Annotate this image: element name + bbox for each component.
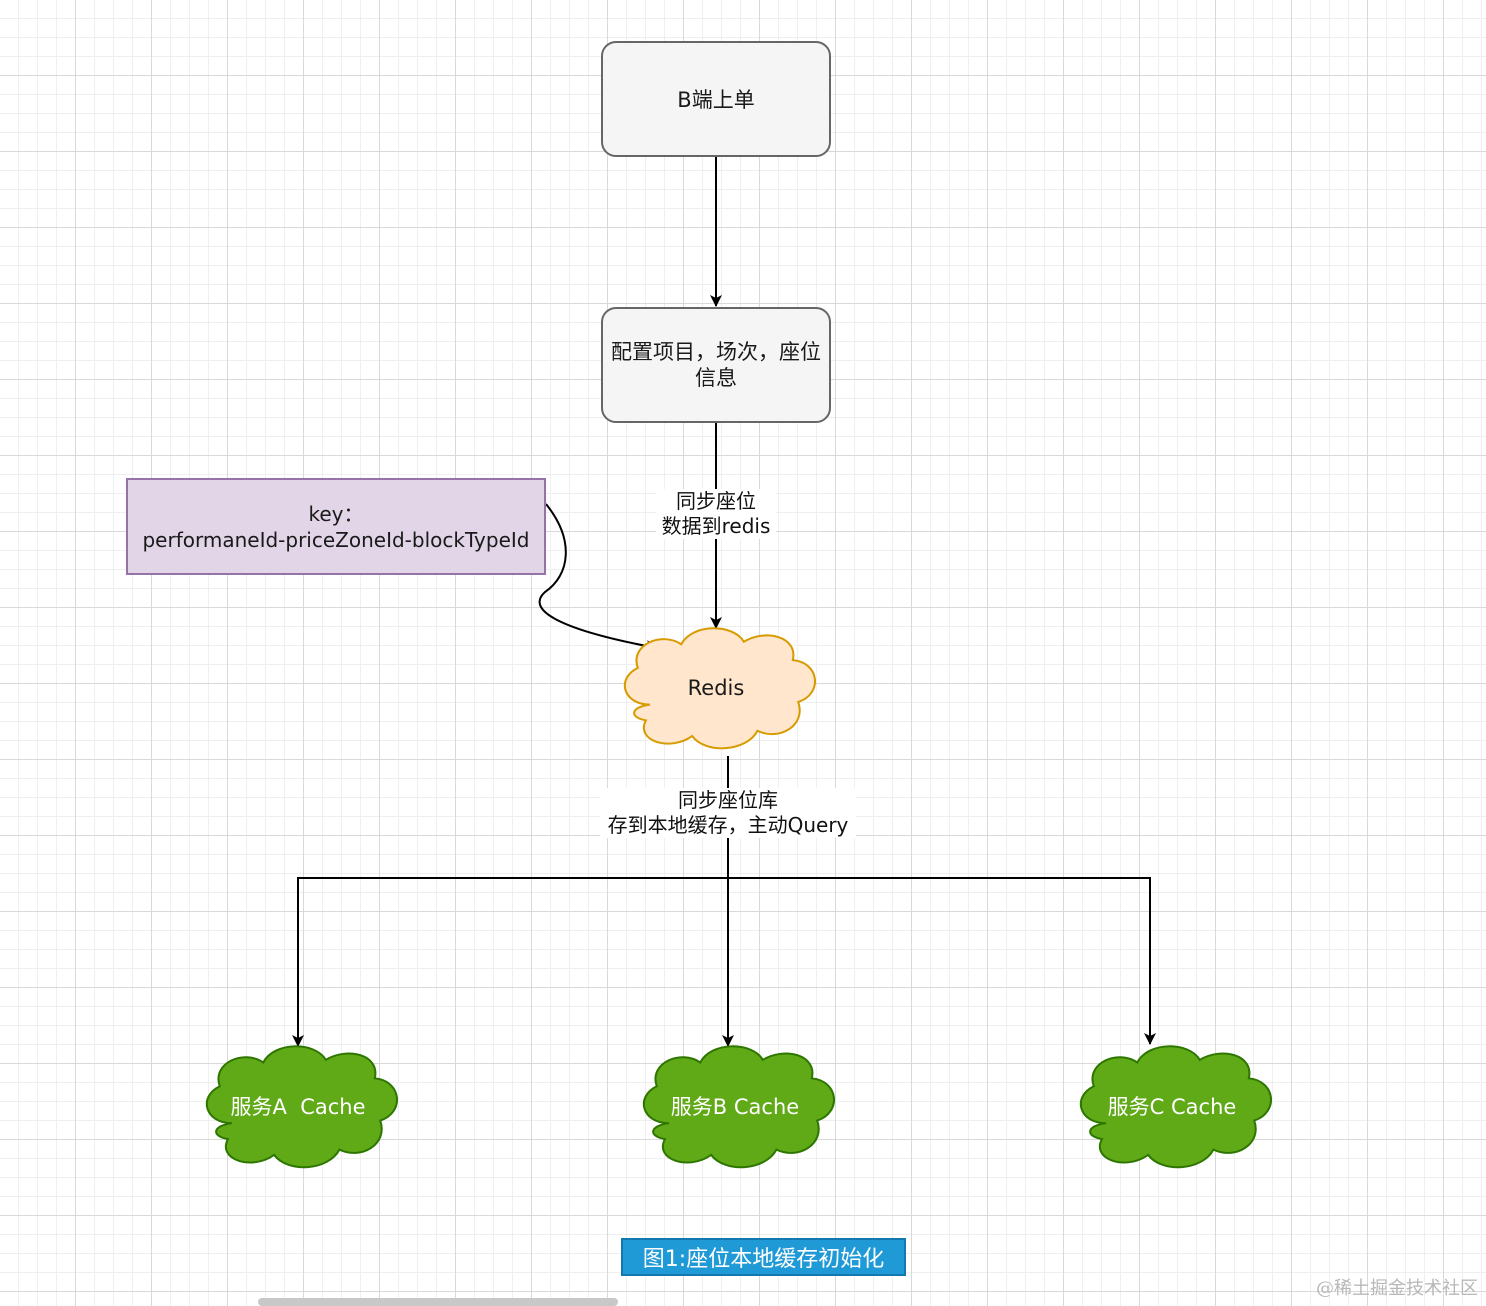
- key-note-box[interactable]: [126, 478, 546, 575]
- edge-key-to-redis: [538, 503, 658, 652]
- edge-label-sync-to-redis: 同步座位 数据到redis: [656, 489, 776, 539]
- horizontal-scrollbar[interactable]: [258, 1298, 618, 1306]
- cache-c-label: 服务C Cache: [1107, 1095, 1237, 1119]
- figure-caption: 图1:座位本地缓存初始化: [621, 1238, 906, 1276]
- config-label: 配置项目，场次，座位信息: [611, 340, 821, 390]
- cache-b-label: 服务B Cache: [670, 1095, 800, 1119]
- edge-label-sync-to-local: 同步座位库 存到本地缓存，主动Query: [600, 788, 856, 838]
- edge-to-cache-c: [728, 877, 1156, 1045]
- cache-a-label: 服务A Cache: [230, 1095, 366, 1119]
- key-note-label: key： performaneId-priceZoneId-blockTypeI…: [142, 501, 530, 552]
- b-order-label: B端上单: [677, 88, 755, 112]
- edge-to-cache-a: [292, 877, 728, 1047]
- watermark: @稀土掘金技术社区: [1316, 1278, 1478, 1299]
- config-box[interactable]: [601, 307, 831, 423]
- redis-label: Redis: [687, 676, 745, 700]
- b-order-box[interactable]: [601, 41, 831, 157]
